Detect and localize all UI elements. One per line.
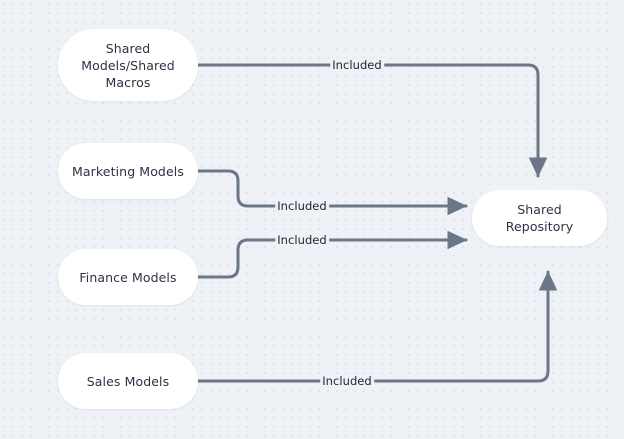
node-shared-models-label-line3: Macros: [105, 74, 151, 90]
node-marketing-models[interactable]: Marketing Models: [58, 143, 198, 199]
edge-sales-models-to-repository: [196, 270, 558, 383]
node-finance-models-label: Finance Models: [79, 269, 177, 285]
node-finance-models[interactable]: Finance Models: [58, 249, 198, 305]
edge-label-sales-models: Included: [320, 374, 374, 388]
edge-label-shared-models: Included: [330, 58, 384, 72]
node-shared-models[interactable]: Shared Models/Shared Macros: [58, 29, 198, 101]
node-shared-repository[interactable]: Shared Repository: [472, 190, 607, 246]
node-shared-models-label-line2: Models/Shared: [81, 57, 175, 73]
edge-finance-models-to-repository: [196, 230, 468, 279]
node-shared-models-label-line1: Shared: [105, 40, 151, 56]
edge-label-marketing-models: Included: [275, 199, 329, 213]
edge-marketing-models-to-repository: [196, 169, 468, 216]
edge-shared-models-to-repository: [196, 63, 548, 178]
edge-label-finance-models: Included: [275, 233, 329, 247]
node-sales-models[interactable]: Sales Models: [58, 353, 198, 409]
node-shared-repository-label: Shared Repository: [505, 202, 574, 234]
node-sales-models-label: Sales Models: [86, 373, 170, 389]
node-marketing-models-label: Marketing Models: [72, 163, 184, 179]
